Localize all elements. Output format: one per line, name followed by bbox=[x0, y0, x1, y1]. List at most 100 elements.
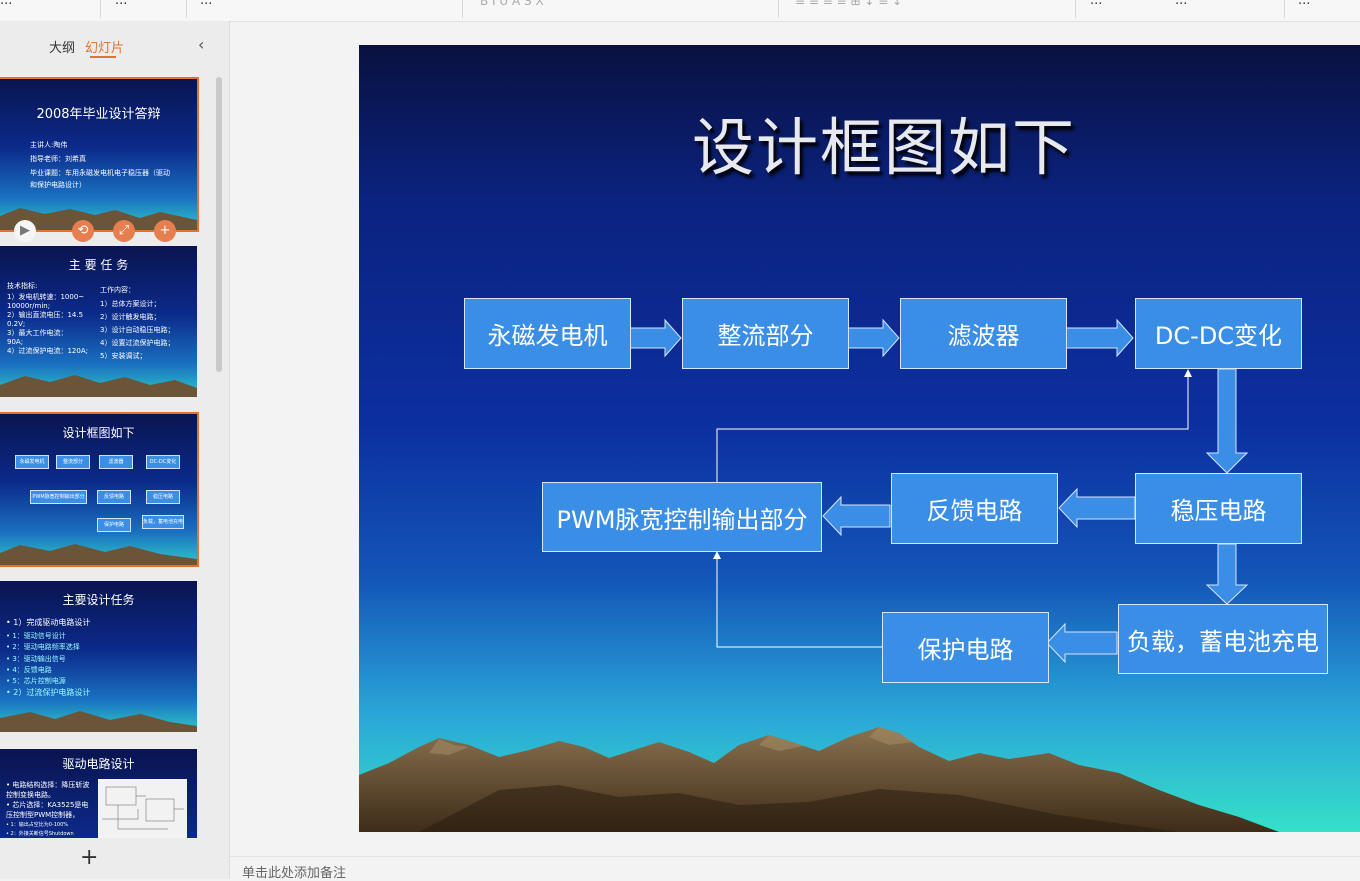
thumb-text: 90A; bbox=[7, 338, 24, 346]
thumb-title: 设计框图如下 bbox=[62, 426, 135, 440]
thumb-text: 2）输出直流电压：14.5 bbox=[7, 311, 84, 319]
notes-pane[interactable]: 单击此处添加备注 bbox=[230, 856, 1360, 881]
ribbon-separator bbox=[186, 0, 187, 18]
play-slide-icon[interactable]: ▶ bbox=[14, 220, 36, 242]
thumb-block: 滤波器 bbox=[99, 455, 133, 469]
thumb-title: 主要设计任务 bbox=[62, 593, 135, 607]
thumb-mountains bbox=[0, 373, 197, 397]
tab-slides[interactable]: 幻灯片 bbox=[85, 41, 125, 56]
thumb-text: • 5：芯片控制电源 bbox=[6, 677, 66, 685]
slide-title[interactable]: 设计框图如下 bbox=[691, 111, 1076, 184]
slide-thumbnail-2[interactable]: 主 要 任 务 技术指标: 1）发电机转速：1000~ 10000r/min; … bbox=[0, 246, 197, 397]
block-protection[interactable]: 保护电路 bbox=[882, 612, 1049, 683]
thumb-block: 整流部分 bbox=[56, 455, 90, 469]
transition-icon[interactable]: ⤢ bbox=[113, 220, 135, 242]
thumb-text: • 2：外接关断信号Shutdown bbox=[6, 831, 74, 837]
arrow-regulator-to-load bbox=[1205, 543, 1249, 605]
ribbon-separator bbox=[100, 0, 101, 18]
thumb-block: 保护电路 bbox=[97, 518, 131, 532]
arrow-feedback-to-pwm bbox=[822, 495, 891, 537]
thumb-block: 永磁发电机 bbox=[15, 455, 49, 469]
thumb-text: • 2：驱动电路频率选择 bbox=[6, 643, 80, 651]
block-generator[interactable]: 永磁发电机 bbox=[464, 298, 631, 369]
slide-canvas[interactable]: 设计框图如下 永磁发电机 整流部分 滤波器 DC-DC变化 稳压电路 反馈电路 … bbox=[359, 45, 1360, 832]
thumb-text: 3）设计自动稳压电路； bbox=[100, 326, 175, 334]
arrow-dcdc-to-regulator bbox=[1205, 368, 1249, 474]
thumb-block: 稳压电路 bbox=[146, 490, 180, 504]
arrow-generator-to-rectifier bbox=[629, 318, 682, 358]
ribbon-item[interactable]: ... bbox=[1175, 0, 1188, 8]
thumb-title: 驱动电路设计 bbox=[62, 757, 135, 771]
add-slide-icon[interactable]: + bbox=[154, 220, 176, 242]
thumb-text: 5）安装调试； bbox=[100, 352, 147, 360]
layout-icon[interactable]: ⟲ bbox=[72, 220, 94, 242]
thumb-text: 指导老师：刘希真 bbox=[30, 155, 86, 163]
thumb-text: • 电路结构选择：降压斩波 bbox=[6, 781, 90, 789]
thumb-text: 2）设计触发电路； bbox=[100, 313, 161, 321]
thumb-text: 10000r/min; bbox=[7, 302, 51, 310]
font-format-icons[interactable]: B I U A S X bbox=[480, 0, 544, 8]
thumb-text: 4）过流保护电流：120A; bbox=[7, 347, 88, 355]
collapse-panel-icon[interactable]: ‹ bbox=[198, 35, 205, 54]
block-pwm[interactable]: PWM脉宽控制输出部分 bbox=[542, 482, 822, 552]
arrowhead-to-pwm bbox=[713, 551, 721, 559]
thumb-block: DC-DC变化 bbox=[146, 455, 180, 469]
ribbon-separator bbox=[1284, 0, 1285, 18]
thumb-text: • 2）过流保护电路设计 bbox=[6, 688, 91, 697]
ribbon-item[interactable]: ... bbox=[1090, 0, 1103, 8]
slide-thumbnail-4[interactable]: 主要设计任务 • 1）完成驱动电路设计 • 1：驱动信号设计 • 2：驱动电路频… bbox=[0, 581, 197, 732]
arrow-filter-to-dcdc bbox=[1065, 318, 1134, 358]
thumb-text: 工作内容： bbox=[100, 286, 135, 294]
thumb-block: 反馈电路 bbox=[97, 490, 131, 504]
thumb-text: 毕业课题：车用永磁发电机电子稳压器（驱动 bbox=[30, 169, 170, 177]
thumb-title: 主 要 任 务 bbox=[68, 258, 129, 272]
add-slide-button[interactable]: + bbox=[80, 845, 99, 870]
thumb-text: 主讲人:陶伟 bbox=[30, 141, 68, 149]
thumb-text: 技术指标: bbox=[7, 282, 38, 290]
notes-placeholder[interactable]: 单击此处添加备注 bbox=[242, 866, 347, 881]
paragraph-align-icons[interactable]: ≡ ≡ ≡ ≡ ⊞ ↕ ≡ ↕ bbox=[795, 0, 903, 8]
slide-panel: 大纲 幻灯片 ‹ 2008年毕业设计答辩 主讲人:陶伟 指导老师：刘希真 毕业课… bbox=[0, 21, 230, 879]
thumb-mountains bbox=[0, 541, 197, 565]
thumb-text: • 3：驱动输出信号 bbox=[6, 655, 66, 663]
ribbon-item[interactable]: ... bbox=[200, 0, 213, 8]
thumb-text: 4）设置过流保护电路； bbox=[100, 339, 175, 347]
mountain-background bbox=[359, 727, 1279, 832]
block-feedback[interactable]: 反馈电路 bbox=[891, 473, 1058, 544]
arrow-regulator-to-feedback bbox=[1058, 487, 1136, 529]
block-dcdc[interactable]: DC-DC变化 bbox=[1135, 298, 1302, 369]
thumb-text: • 芯片选择：KA3525是电 bbox=[6, 801, 89, 809]
thumb-block: PWM脉宽控制输出部分 bbox=[30, 490, 87, 504]
block-load[interactable]: 负载，蓄电池充电 bbox=[1118, 604, 1328, 674]
thumb-text: 压控制型PWM控制器， bbox=[6, 811, 80, 819]
ribbon-item[interactable]: ... bbox=[0, 0, 13, 8]
ribbon-separator bbox=[462, 0, 463, 18]
thumb-text: 和保护电路设计） bbox=[30, 181, 86, 189]
slide-thumbnail-1[interactable]: 2008年毕业设计答辩 主讲人:陶伟 指导老师：刘希真 毕业课题：车用永磁发电机… bbox=[0, 77, 199, 232]
ribbon-item[interactable]: ... bbox=[1298, 0, 1311, 8]
block-filter[interactable]: 滤波器 bbox=[900, 298, 1067, 369]
thumb-circuit-image bbox=[98, 779, 187, 838]
thumb-block: 负载，蓄电池充电 bbox=[142, 515, 184, 529]
arrow-rectifier-to-filter bbox=[847, 318, 900, 358]
diagram-connectors bbox=[629, 318, 1249, 664]
ribbon-toolbar: ... ... ... B I U A S X ≡ ≡ ≡ ≡ ⊞ ↕ ≡ ↕ … bbox=[0, 0, 1360, 22]
thumb-title: 2008年毕业设计答辩 bbox=[36, 107, 161, 122]
thumb-text: 1）总体方案设计； bbox=[100, 300, 161, 308]
thumb-text: 1）发电机转速：1000~ bbox=[7, 293, 85, 301]
tab-outline[interactable]: 大纲 bbox=[49, 41, 76, 56]
thumb-text: • 4：反馈电路 bbox=[6, 666, 52, 674]
block-rectifier[interactable]: 整流部分 bbox=[682, 298, 849, 369]
block-regulator[interactable]: 稳压电路 bbox=[1135, 473, 1302, 544]
thumb-text: • 1）完成驱动电路设计 bbox=[6, 618, 91, 627]
feedback-line-protection-to-pwm bbox=[716, 557, 882, 648]
ribbon-item[interactable]: ... bbox=[115, 0, 128, 8]
thumb-text: 0.2V; bbox=[7, 320, 26, 328]
slide-thumbnail-3[interactable]: 设计框图如下 永磁发电机 整流部分 滤波器 DC-DC变化 稳压电路 反馈电路 … bbox=[0, 412, 199, 567]
thumb-text: 控制变换电路。 bbox=[6, 791, 55, 799]
slide-thumbnail-5[interactable]: 驱动电路设计 • 电路结构选择：降压斩波 控制变换电路。 • 芯片选择：KA35… bbox=[0, 749, 197, 838]
ribbon-separator bbox=[778, 0, 779, 18]
feedback-line-pwm-to-dcdc bbox=[716, 375, 1189, 482]
thumb-mountains bbox=[0, 206, 197, 230]
panel-scrollbar[interactable] bbox=[216, 77, 222, 372]
